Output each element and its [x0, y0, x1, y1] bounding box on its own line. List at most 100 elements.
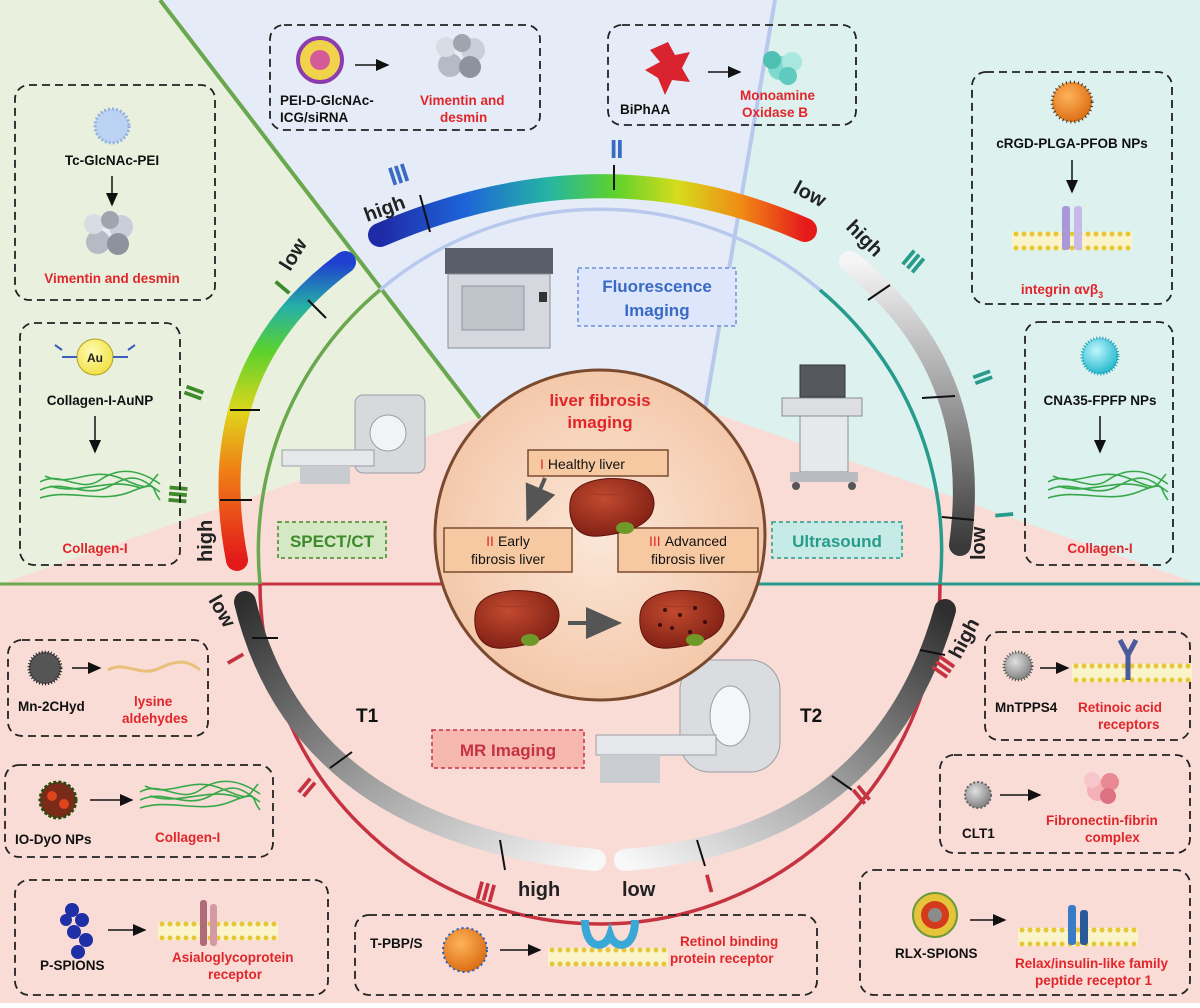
t2-low-label: low: [622, 879, 656, 901]
mn-target-line2: aldehydes: [122, 711, 188, 726]
spect-scanner-icon: [281, 394, 426, 484]
mn-target-line1: lysine: [134, 694, 173, 709]
lysine-chain-icon: [107, 660, 201, 673]
cna-target: Collagen-I: [1067, 541, 1132, 556]
tc-label: Tc-GlcNAc-PEI: [65, 153, 159, 168]
stage3-box: [617, 527, 759, 573]
cna-label: CNA35-FPFP NPs: [1043, 393, 1156, 408]
fluorescence-gradient-bar: [368, 174, 817, 247]
stage2-line2: fibrosis liver: [471, 551, 545, 567]
protein-icon: [436, 34, 485, 78]
membrane-receptor-icon: [548, 947, 668, 967]
fluorescence-label-line2: Imaging: [624, 301, 689, 320]
biphaa-molecule-icon: [645, 42, 690, 95]
nanoparticle-icon: [1080, 336, 1120, 376]
io-target: Collagen-I: [155, 830, 220, 845]
biphaa-label: BiPhAA: [620, 102, 671, 117]
mntpps-target-line2: receptors: [1098, 717, 1160, 732]
au-badge: Au: [87, 351, 103, 365]
fibronectin-fibrin-icon: [1084, 772, 1119, 804]
probe-mntpps4: MnTPPS4 Retinoic acid receptors: [984, 631, 1192, 741]
stage1-box: [527, 449, 669, 477]
nanoparticle-icon: [27, 650, 63, 686]
protein-icon: [763, 51, 802, 85]
probe-cna35-fpfp: CNA35-FPFP NPs Collagen-I: [1024, 321, 1174, 566]
us-numeral-i: I: [989, 510, 1019, 519]
stage3-line2: fibrosis liver: [651, 551, 725, 567]
probe-biphaa: BiPhAA Monoamine Oxidase B: [607, 24, 857, 126]
tpbp-target-line1: Retinol binding: [680, 934, 778, 949]
nanoparticle-icon: [1050, 80, 1094, 124]
clt1-target-line1: Fibronectin-fibrin: [1046, 813, 1158, 828]
nanoparticle-icon: [93, 107, 131, 145]
probe-mn-2chyd: Mn-2CHyd lysine aldehydes: [7, 639, 209, 737]
nanoparticle-icon: [442, 927, 488, 973]
pspions-label: P-SPIONS: [40, 958, 105, 973]
mn-label: Mn-2CHyd: [18, 699, 85, 714]
pspions-target-line1: Asialoglycoprotein: [172, 950, 294, 965]
t2-label: T2: [800, 706, 822, 727]
spect-numeral-iii: III: [162, 484, 194, 505]
fluo-numeral-ii: II: [610, 134, 622, 164]
mr-label: MR Imaging: [460, 741, 556, 760]
nanoparticle-icon: [964, 781, 992, 809]
us-low-label: low: [968, 526, 990, 560]
probe-crgd-plga: cRGD-PLGA-PFOB NPs integrin αvβ3: [971, 71, 1173, 305]
modality-labels: Fluorescence Imaging SPECT/CT Ultrasound…: [277, 267, 903, 769]
au-target: Collagen-I: [62, 541, 127, 556]
receptor-icon: [1117, 638, 1139, 680]
nanoparticle-icon: [1002, 650, 1034, 682]
receptor-icon: [1068, 905, 1076, 945]
protein-icon: [84, 211, 133, 255]
membrane-receptor-icon: [1072, 663, 1192, 683]
tpbp-label: T-PBP/S: [370, 936, 423, 951]
spect-label-box: [277, 521, 387, 559]
probe-pei-d-glcnac: PEI-D-GlcNAc- ICG/siRNA Vimentin and des…: [269, 24, 541, 131]
rlx-target-line2: peptide receptor 1: [1035, 973, 1153, 988]
center-title-line2: imaging: [567, 413, 632, 432]
mntpps-label: MnTPPS4: [995, 700, 1058, 715]
t1-gradient-bar: [234, 591, 606, 871]
au-label: Collagen-I-AuNP: [47, 393, 154, 408]
probe-p-spions: P-SPIONS Asialoglycoprotein receptor: [14, 879, 329, 996]
inner-circle: [256, 207, 944, 926]
pspions-target-line2: receptor: [208, 967, 263, 982]
crgd-target: integrin αvβ3: [1021, 282, 1103, 300]
p-spions-cluster-icon: [60, 903, 93, 959]
t1-high-label: high: [518, 879, 560, 901]
rlx-target-line1: Relax/insulin-like family: [1015, 956, 1169, 971]
progression-arrow-1: [525, 477, 556, 522]
pei-label-line1: PEI-D-GlcNAc-: [280, 93, 374, 108]
probe-tc-glcnac-pei: Tc-GlcNAc-PEI Vimentin and desmin: [14, 84, 216, 301]
clt1-label: CLT1: [962, 826, 995, 841]
spect-label: SPECT/CT: [290, 532, 375, 551]
receptor-icon: [581, 919, 639, 949]
nanoparticle-icon: [38, 780, 78, 820]
pei-target-line1: Vimentin and: [420, 93, 505, 108]
probe-collagen-aunp: Au Collagen-I-AuNP Collagen-I: [19, 322, 181, 566]
mntpps-target-line1: Retinoic acid: [1078, 700, 1162, 715]
gradient-bars: [218, 165, 975, 871]
biphaa-target-line1: Monoamine: [740, 88, 815, 103]
spect-high-label: high: [195, 520, 217, 562]
tc-target: Vimentin and desmin: [44, 271, 180, 286]
probe-rlx-spions: RLX-SPIONS Relax/insulin-like family pep…: [859, 869, 1191, 996]
ultrasound-machine-icon: [781, 364, 863, 490]
center-title-line1: liver fibrosis: [549, 391, 650, 410]
crgd-label: cRGD-PLGA-PFOB NPs: [996, 136, 1148, 151]
probe-clt1: CLT1 Fibronectin-fibrin complex: [939, 754, 1191, 854]
pei-label-line2: ICG/siRNA: [280, 110, 349, 125]
rlx-label: RLX-SPIONS: [895, 946, 978, 961]
fluorescence-label-box: [577, 267, 737, 327]
fluorescence-imager-icon: [445, 248, 553, 349]
membrane-receptor-icon: [158, 921, 278, 941]
clt1-target-line2: complex: [1085, 830, 1140, 845]
mri-machine-icon: [595, 659, 781, 783]
nanoparticle-icon: [928, 908, 942, 922]
